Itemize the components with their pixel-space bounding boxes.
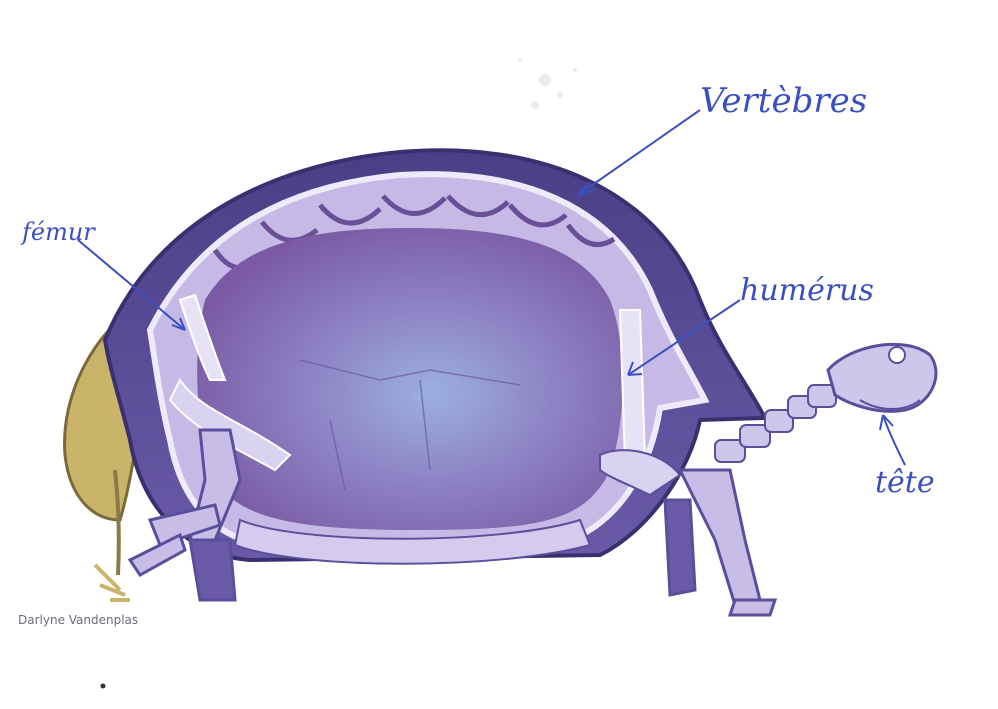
body-cavity [197, 228, 623, 530]
ink-dot [101, 684, 106, 689]
label-humerus: humérus [740, 273, 874, 308]
label-vertebres: Vertèbres [700, 81, 867, 121]
image-credit: Darlyne Vandenplas [18, 613, 138, 627]
label-tete: tête [875, 465, 935, 500]
label-femur: fémur [20, 218, 96, 246]
